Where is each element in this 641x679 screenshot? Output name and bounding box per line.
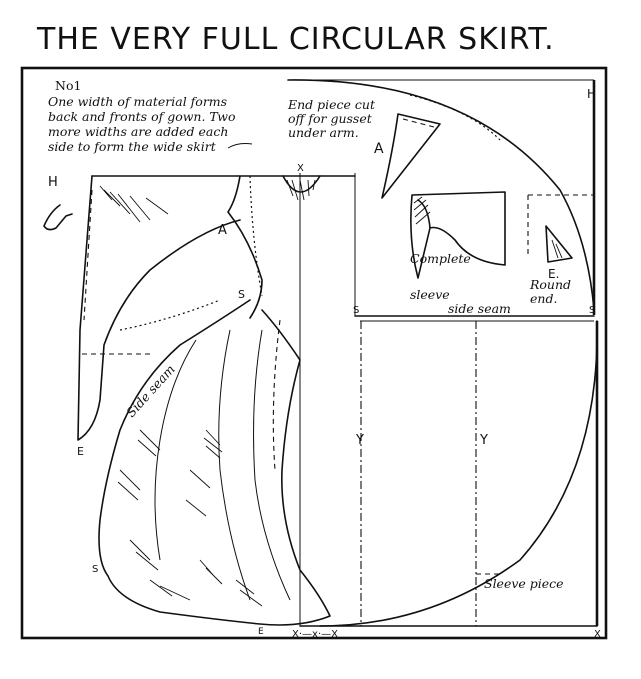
label-s-shoulder: S bbox=[238, 288, 245, 301]
frame-border bbox=[20, 66, 608, 640]
round-end-hatch bbox=[551, 239, 563, 259]
hand-shape bbox=[43, 204, 73, 231]
gusset-a-piece bbox=[381, 113, 441, 199]
skirt-arc-lower bbox=[319, 320, 598, 627]
caption-side-seam-figure: Side seam bbox=[123, 362, 178, 420]
label-s-right-top: S bbox=[589, 305, 595, 316]
label-a-figure: A bbox=[218, 223, 227, 238]
label-bottom-mid: X·—x·—X bbox=[292, 629, 338, 640]
note-line-2: back and fronts of gown. Two bbox=[48, 109, 236, 124]
complete-sleeve-drawing: Complete sleeve bbox=[410, 191, 506, 302]
caption-complete-sleeve-2: sleeve bbox=[410, 287, 450, 302]
gusset-a-dash bbox=[402, 118, 435, 128]
sleeve-cuff-line bbox=[417, 199, 431, 229]
skirt-fold-2 bbox=[218, 329, 251, 601]
caption-sleeve-piece: Sleeve piece bbox=[484, 576, 564, 591]
label-s-hem-left: S bbox=[92, 564, 98, 575]
caption-round-end-2: end. bbox=[530, 291, 557, 306]
label-y-left: Y bbox=[355, 433, 364, 448]
sleeve-outer bbox=[77, 175, 241, 441]
label-e-hem: E bbox=[258, 627, 264, 637]
gusset-note-line-3: under arm. bbox=[288, 125, 359, 140]
note-line-4: side to form the wide skirt bbox=[48, 139, 217, 154]
note-underline bbox=[227, 143, 253, 149]
label-a-gusset: A bbox=[374, 141, 384, 157]
neckline-hatch bbox=[286, 179, 316, 201]
bodice-dotted bbox=[249, 175, 263, 297]
label-x-corner: X bbox=[594, 629, 601, 640]
caption-round-end-1: Round bbox=[529, 277, 571, 292]
label-y-right: Y bbox=[479, 433, 488, 448]
gusset-note-line-1: End piece cut bbox=[287, 97, 376, 112]
label-h-left: H bbox=[48, 175, 58, 190]
gown-figure: A S Side seam S E bbox=[92, 175, 331, 637]
gusset-note-line-2: off for gusset bbox=[288, 111, 373, 126]
round-end-piece bbox=[545, 225, 573, 263]
caption-complete-sleeve-1: Complete bbox=[410, 251, 471, 266]
note-line-1: One width of material forms bbox=[48, 94, 227, 109]
sleeve-arc-upper bbox=[287, 79, 595, 311]
bodice-side bbox=[227, 175, 263, 319]
note-number: No1 bbox=[55, 78, 81, 93]
page-title: THE VERY FULL CIRCULAR SKIRT. bbox=[36, 22, 555, 57]
arc-dotted-guide bbox=[409, 94, 501, 141]
note-line-3: more widths are added each bbox=[48, 124, 228, 139]
label-x-neck: X bbox=[297, 163, 304, 174]
label-s-pattern-left: S bbox=[353, 305, 359, 316]
sleeve-hatch bbox=[413, 196, 431, 225]
skirt-hatch bbox=[117, 429, 263, 607]
skirt-outline bbox=[98, 299, 331, 626]
neckline bbox=[282, 175, 321, 193]
caption-side-seam-right: side seam bbox=[448, 301, 511, 316]
skirt-fold-1 bbox=[154, 339, 197, 561]
sleeve-dash bbox=[83, 189, 93, 321]
hanging-sleeve: E bbox=[43, 175, 241, 458]
pattern-note: No1 One width of material forms back and… bbox=[48, 78, 253, 154]
label-h-right: H bbox=[587, 87, 596, 101]
skirt-fold-3 bbox=[253, 329, 291, 601]
label-e-sleeve: E bbox=[77, 445, 84, 458]
sleeve-outline bbox=[410, 191, 506, 279]
waist-dotted bbox=[119, 299, 221, 331]
sleeve-hatch-top bbox=[99, 185, 169, 223]
skirt-fold-dash bbox=[272, 319, 281, 471]
label-e-round: E. bbox=[548, 267, 559, 281]
